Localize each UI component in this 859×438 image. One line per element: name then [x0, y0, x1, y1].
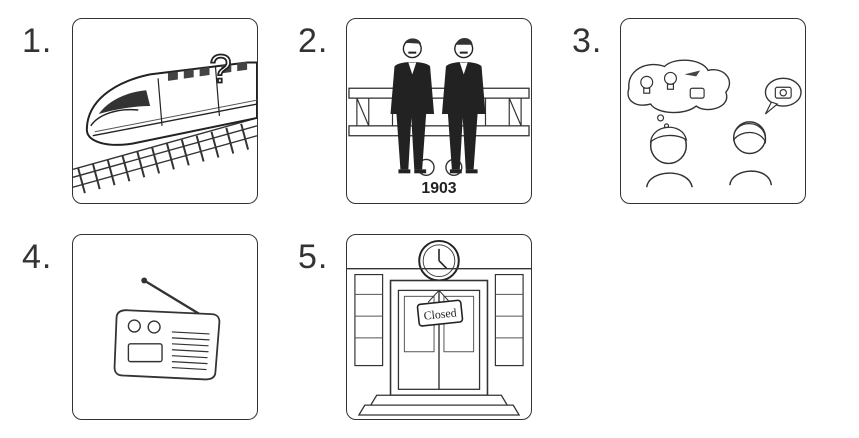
library-picture: Closed	[346, 234, 532, 420]
item-number-3: 3.	[572, 22, 603, 60]
item-number-1: 1.	[22, 22, 53, 60]
train-picture: ?	[72, 18, 258, 204]
item-number-5: 5.	[298, 238, 329, 276]
item-number-2: 2.	[298, 22, 329, 60]
svg-text:?: ?	[210, 47, 232, 91]
closed-sign-label: Closed	[423, 305, 457, 322]
children-picture	[620, 18, 806, 204]
library-illustration: Closed	[347, 239, 531, 416]
man-left	[390, 38, 435, 174]
radio-illustration	[113, 277, 221, 381]
year-label: 1903	[421, 180, 456, 197]
item-number-4: 4.	[22, 238, 53, 276]
airplane-illustration: 1903	[348, 38, 530, 197]
man-right	[441, 38, 486, 174]
train-illustration: ?	[73, 46, 257, 194]
children-illustration	[627, 59, 802, 188]
radio-picture	[72, 234, 258, 420]
airplane-picture: 1903	[346, 18, 532, 204]
